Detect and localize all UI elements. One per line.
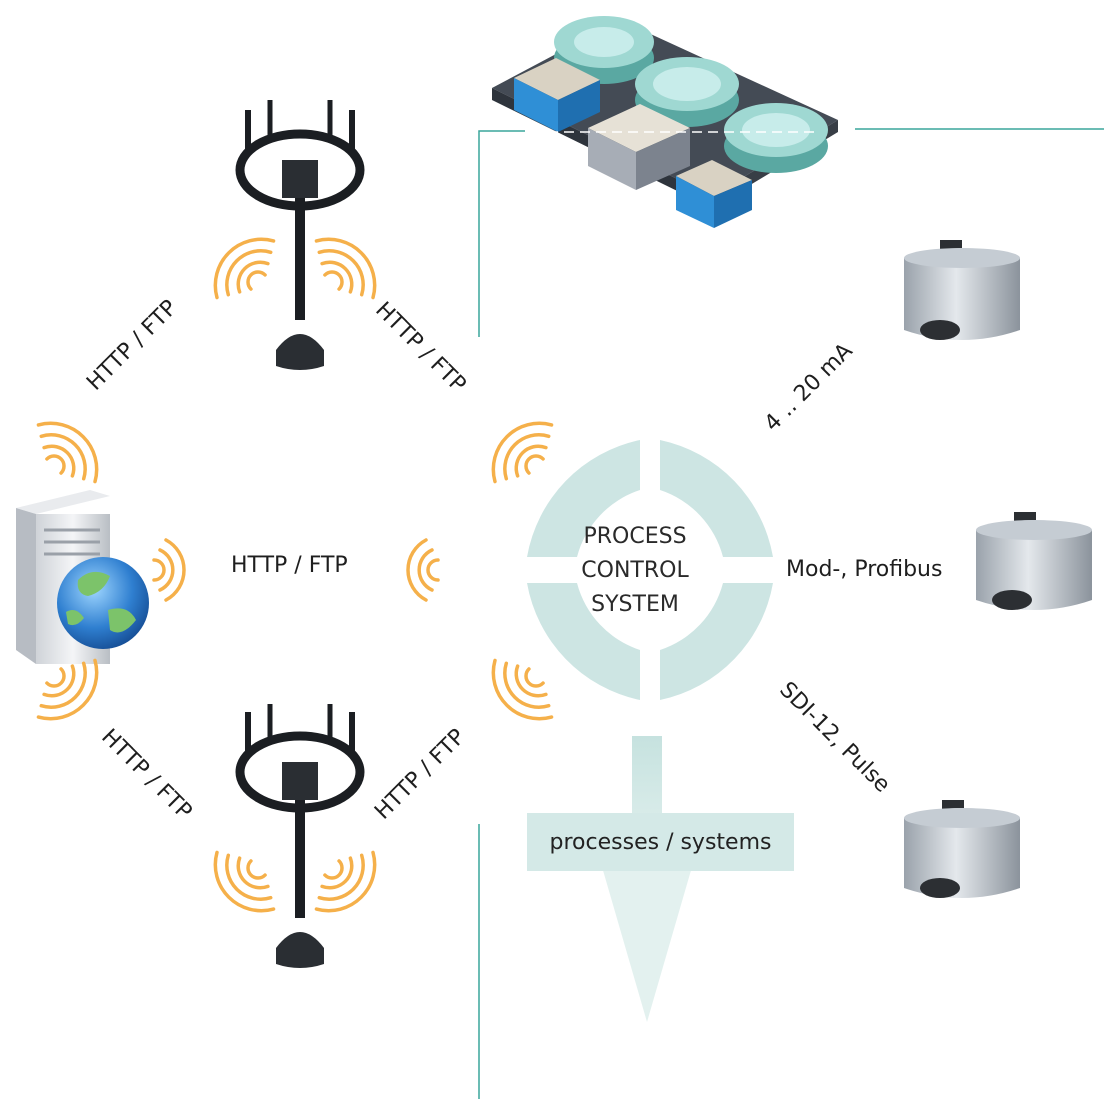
wireless-signal-icon <box>36 237 554 913</box>
connection-label-middle: HTTP / FTP <box>231 553 348 578</box>
center-line-2: CONTROL <box>581 558 689 583</box>
processes-systems-box: processes / systems <box>527 813 794 871</box>
ring-segment-bottom-right <box>660 583 773 700</box>
measurement-probe-icon <box>235 704 365 968</box>
radar-sensor-icon <box>976 512 1092 610</box>
ring-segment-top-right <box>660 440 773 557</box>
process-control-system-label: PROCESS CONTROL SYSTEM <box>560 520 710 622</box>
center-line-1: PROCESS <box>583 524 687 549</box>
down-arrow-icon <box>600 736 694 1022</box>
ring-segment-top-left <box>527 440 640 557</box>
center-line-3: SYSTEM <box>591 592 679 617</box>
sensor-link-bus: Mod-, Profibus <box>786 557 943 582</box>
web-server-icon <box>16 490 149 664</box>
processes-systems-label: processes / systems <box>549 829 772 855</box>
measurement-probe-icon <box>235 100 365 370</box>
connector-lines <box>478 128 1104 1099</box>
process-control-ring <box>527 440 773 700</box>
ring-segment-bottom-left <box>527 583 640 700</box>
radar-sensor-icon <box>904 240 1020 340</box>
radar-sensor-icon <box>904 800 1020 898</box>
plant-connector-left <box>478 130 525 337</box>
water-treatment-plant-icon <box>492 16 838 228</box>
